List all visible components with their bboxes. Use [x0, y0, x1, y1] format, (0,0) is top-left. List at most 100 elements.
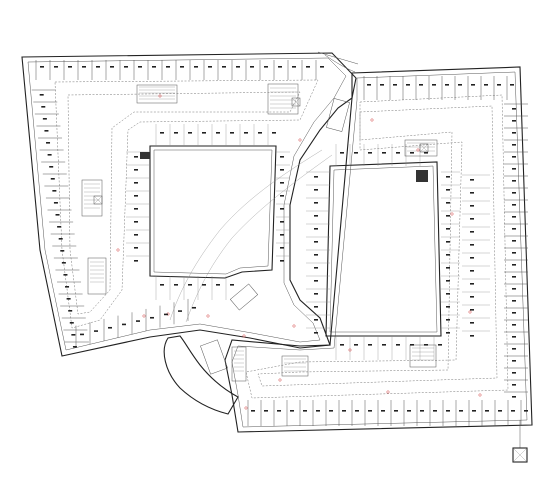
stair-core-icon [81, 83, 438, 382]
room-tag [512, 252, 516, 254]
room-tag [524, 410, 528, 412]
annotation-dot [348, 348, 352, 352]
room-tag [329, 410, 333, 412]
room-tag [484, 84, 488, 86]
room-tag [470, 218, 474, 220]
room-tag [470, 270, 474, 272]
column-grid-marker-icon [512, 420, 528, 463]
room-tag [314, 228, 318, 230]
room-tag [230, 284, 234, 286]
room-tag [222, 66, 226, 68]
room-tag [314, 293, 318, 295]
room-tag [55, 214, 60, 216]
room-tag [368, 344, 372, 346]
room-tag [134, 208, 138, 210]
room-tag [510, 84, 514, 86]
room-tag [512, 240, 516, 242]
room-tag [134, 234, 138, 236]
room-tag [236, 66, 240, 68]
room-tag [134, 182, 138, 184]
room-tag [355, 410, 359, 412]
room-tag [410, 152, 414, 154]
building-outline [21, 52, 533, 433]
elevator-icon [93, 97, 429, 205]
room-tag [512, 168, 516, 170]
room-tag [512, 228, 516, 230]
room-tag [424, 152, 428, 154]
room-tag [446, 202, 450, 204]
room-tag [216, 132, 220, 134]
room-tag [188, 284, 192, 286]
room-tag [258, 132, 262, 134]
room-tag [340, 344, 344, 346]
room-tag [470, 231, 474, 233]
room-tag [512, 192, 516, 194]
room-tag [432, 84, 436, 86]
room-tag [314, 319, 318, 321]
room-tag [512, 312, 516, 314]
room-tag [410, 344, 414, 346]
room-tag [446, 306, 450, 308]
room-tag [511, 410, 515, 412]
room-tag [108, 326, 112, 329]
room-tag [72, 346, 77, 348]
room-tag [470, 257, 474, 259]
room-tag [314, 176, 318, 178]
room-tag [178, 310, 182, 312]
room-tag [419, 84, 423, 86]
room-tag [280, 182, 284, 184]
room-tag [396, 344, 400, 346]
room-tag [446, 215, 450, 217]
annotation-dot [158, 94, 162, 98]
room-tag [512, 384, 516, 386]
room-tag [512, 144, 516, 146]
annotation-dot [370, 118, 374, 122]
room-tag [94, 330, 98, 332]
room-tag [314, 306, 318, 308]
room-tag [69, 322, 74, 324]
annotation-dot [244, 406, 248, 410]
room-tag [470, 179, 474, 181]
room-tag [188, 132, 192, 134]
room-tag [272, 132, 276, 134]
room-tag [470, 244, 474, 246]
room-tag [290, 410, 294, 412]
room-tag [303, 410, 307, 412]
room-tag [472, 410, 476, 412]
room-tag [458, 84, 462, 86]
room-tag [50, 178, 55, 180]
room-partitions [31, 60, 528, 426]
room-tag [446, 319, 450, 321]
room-tag [39, 94, 44, 96]
room-tag [314, 267, 318, 269]
room-tag [46, 142, 51, 144]
room-tag [160, 284, 164, 286]
room-tag [320, 66, 324, 68]
room-tag [512, 264, 516, 266]
room-tag [470, 296, 474, 298]
room-tag [80, 333, 84, 336]
room-tag [354, 344, 358, 346]
room-tag [446, 189, 450, 191]
room-tag [122, 323, 126, 326]
room-tag [485, 410, 489, 412]
room-tag [470, 283, 474, 285]
annotation-dot [450, 212, 454, 216]
courtyards [149, 145, 442, 337]
annotation-dot [292, 324, 296, 328]
room-tag [314, 332, 318, 334]
room-tag [446, 176, 450, 178]
room-tag [65, 286, 70, 288]
room-tag [446, 254, 450, 256]
room-tag [512, 324, 516, 326]
room-tag [174, 284, 178, 286]
room-tag [368, 410, 372, 412]
room-tag [264, 66, 268, 68]
annotation-dot [206, 314, 210, 318]
room-tag [42, 118, 47, 120]
room-tag [407, 410, 411, 412]
room-tag [54, 66, 58, 68]
room-tag [68, 66, 72, 68]
room-tag [433, 410, 437, 412]
room-tag [202, 284, 206, 286]
